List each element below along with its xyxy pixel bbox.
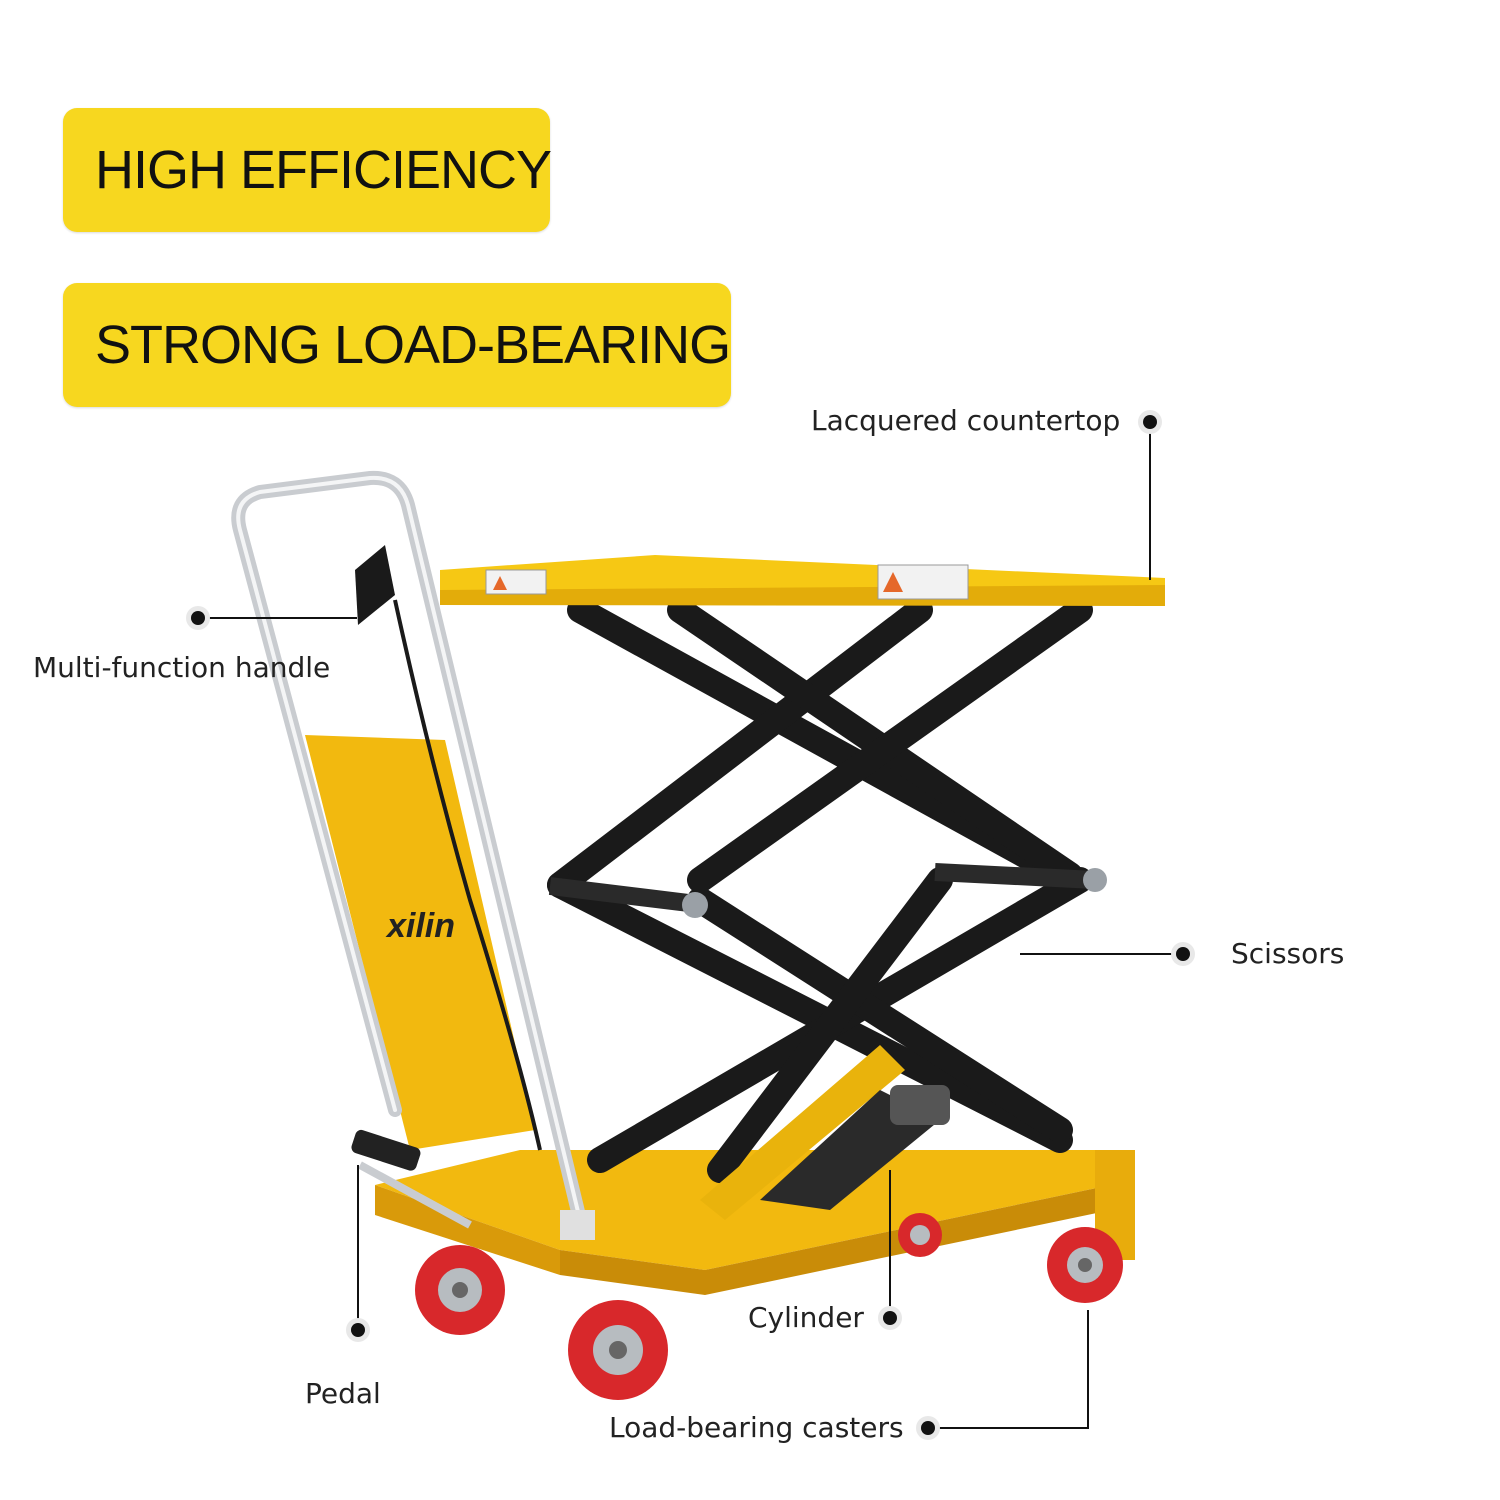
callout-dots xyxy=(186,410,1195,1440)
callout-lines xyxy=(198,422,1183,1429)
headline-badge-load-bearing: STRONG LOAD-BEARING xyxy=(63,283,731,407)
headline-load-bearing: STRONG LOAD-BEARING xyxy=(95,315,731,375)
label-countertop: Lacquered countertop xyxy=(811,404,1121,437)
label-casters: Load-bearing casters xyxy=(609,1411,904,1444)
xilin-logo: xilin xyxy=(385,907,455,945)
multi-function-handle xyxy=(231,470,595,1240)
lacquered-countertop xyxy=(440,555,1165,606)
caster-front-right xyxy=(568,1300,668,1400)
label-pedal: Pedal xyxy=(305,1377,381,1410)
headline-badge-efficiency: HIGH EFFICIENCY xyxy=(63,108,552,232)
load-bearing-casters xyxy=(415,1213,1123,1400)
label-scissors: Scissors xyxy=(1231,937,1345,970)
caster-rear-left xyxy=(898,1213,942,1257)
caster-rear-right xyxy=(1047,1227,1123,1303)
foot-pedal xyxy=(351,1129,472,1229)
scissors xyxy=(547,597,1093,1183)
label-cylinder: Cylinder xyxy=(748,1301,864,1334)
headline-efficiency: HIGH EFFICIENCY xyxy=(95,140,552,200)
scissor-axles xyxy=(548,863,1107,918)
caster-front-left xyxy=(415,1245,505,1335)
hydraulic-cylinder xyxy=(700,1045,950,1220)
label-handle: Multi-function handle xyxy=(33,651,331,684)
